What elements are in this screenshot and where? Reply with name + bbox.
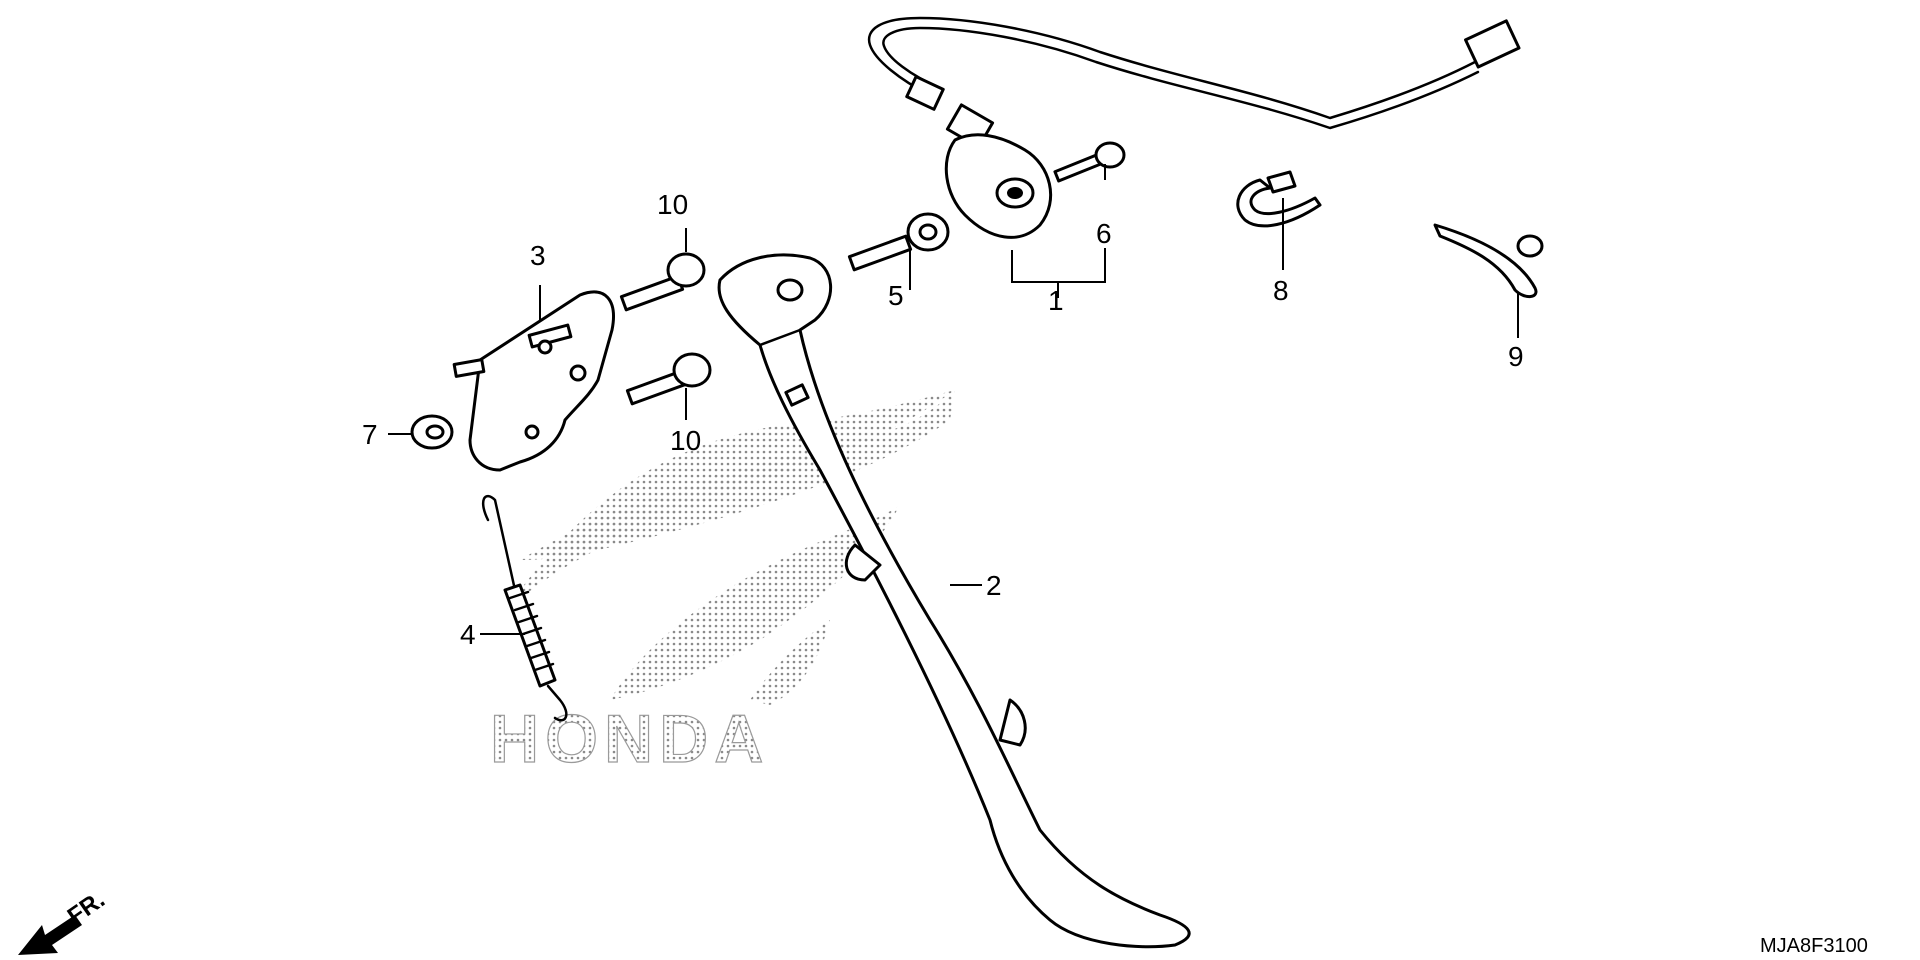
- flange-bolt-6: [1053, 141, 1126, 183]
- cable-tie-9: [1433, 223, 1544, 298]
- harness-connector: [1464, 19, 1521, 69]
- callout-7: 7: [362, 419, 378, 450]
- bolt-10-lower: [625, 352, 712, 406]
- callout-2: 2: [986, 570, 1002, 601]
- callout-3: 3: [530, 240, 546, 271]
- callout-9: 9: [1508, 341, 1524, 372]
- callout-4: 4: [460, 619, 476, 650]
- front-arrow-icon: [18, 915, 82, 955]
- bracket-stud: [452, 358, 486, 378]
- harness-grommet: [905, 75, 945, 111]
- leader-lines: [388, 164, 1519, 635]
- honda-wing-watermark: HONDA: [489, 390, 955, 778]
- callout-8: 8: [1273, 275, 1289, 306]
- side-stand: [717, 253, 1191, 949]
- front-direction-indicator: FR.: [18, 886, 110, 955]
- callout-10-upper: 10: [657, 189, 688, 220]
- honda-watermark-text: HONDA: [490, 701, 769, 777]
- return-spring: [481, 494, 568, 722]
- pivot-bolt-5: [847, 212, 950, 272]
- wire-clamp-8: [1236, 170, 1322, 228]
- callout-6: 6: [1096, 218, 1112, 249]
- callout-5: 5: [888, 280, 904, 311]
- bolt-10-upper: [619, 252, 706, 312]
- callout-1: 1: [1048, 285, 1064, 316]
- side-stand-switch: [867, 16, 1521, 239]
- switch-bracket-plate: [468, 290, 615, 472]
- callout-10-lower: 10: [670, 425, 701, 456]
- diagram-code: MJA8F3100: [1760, 935, 1868, 957]
- flange-nut-7: [410, 414, 454, 450]
